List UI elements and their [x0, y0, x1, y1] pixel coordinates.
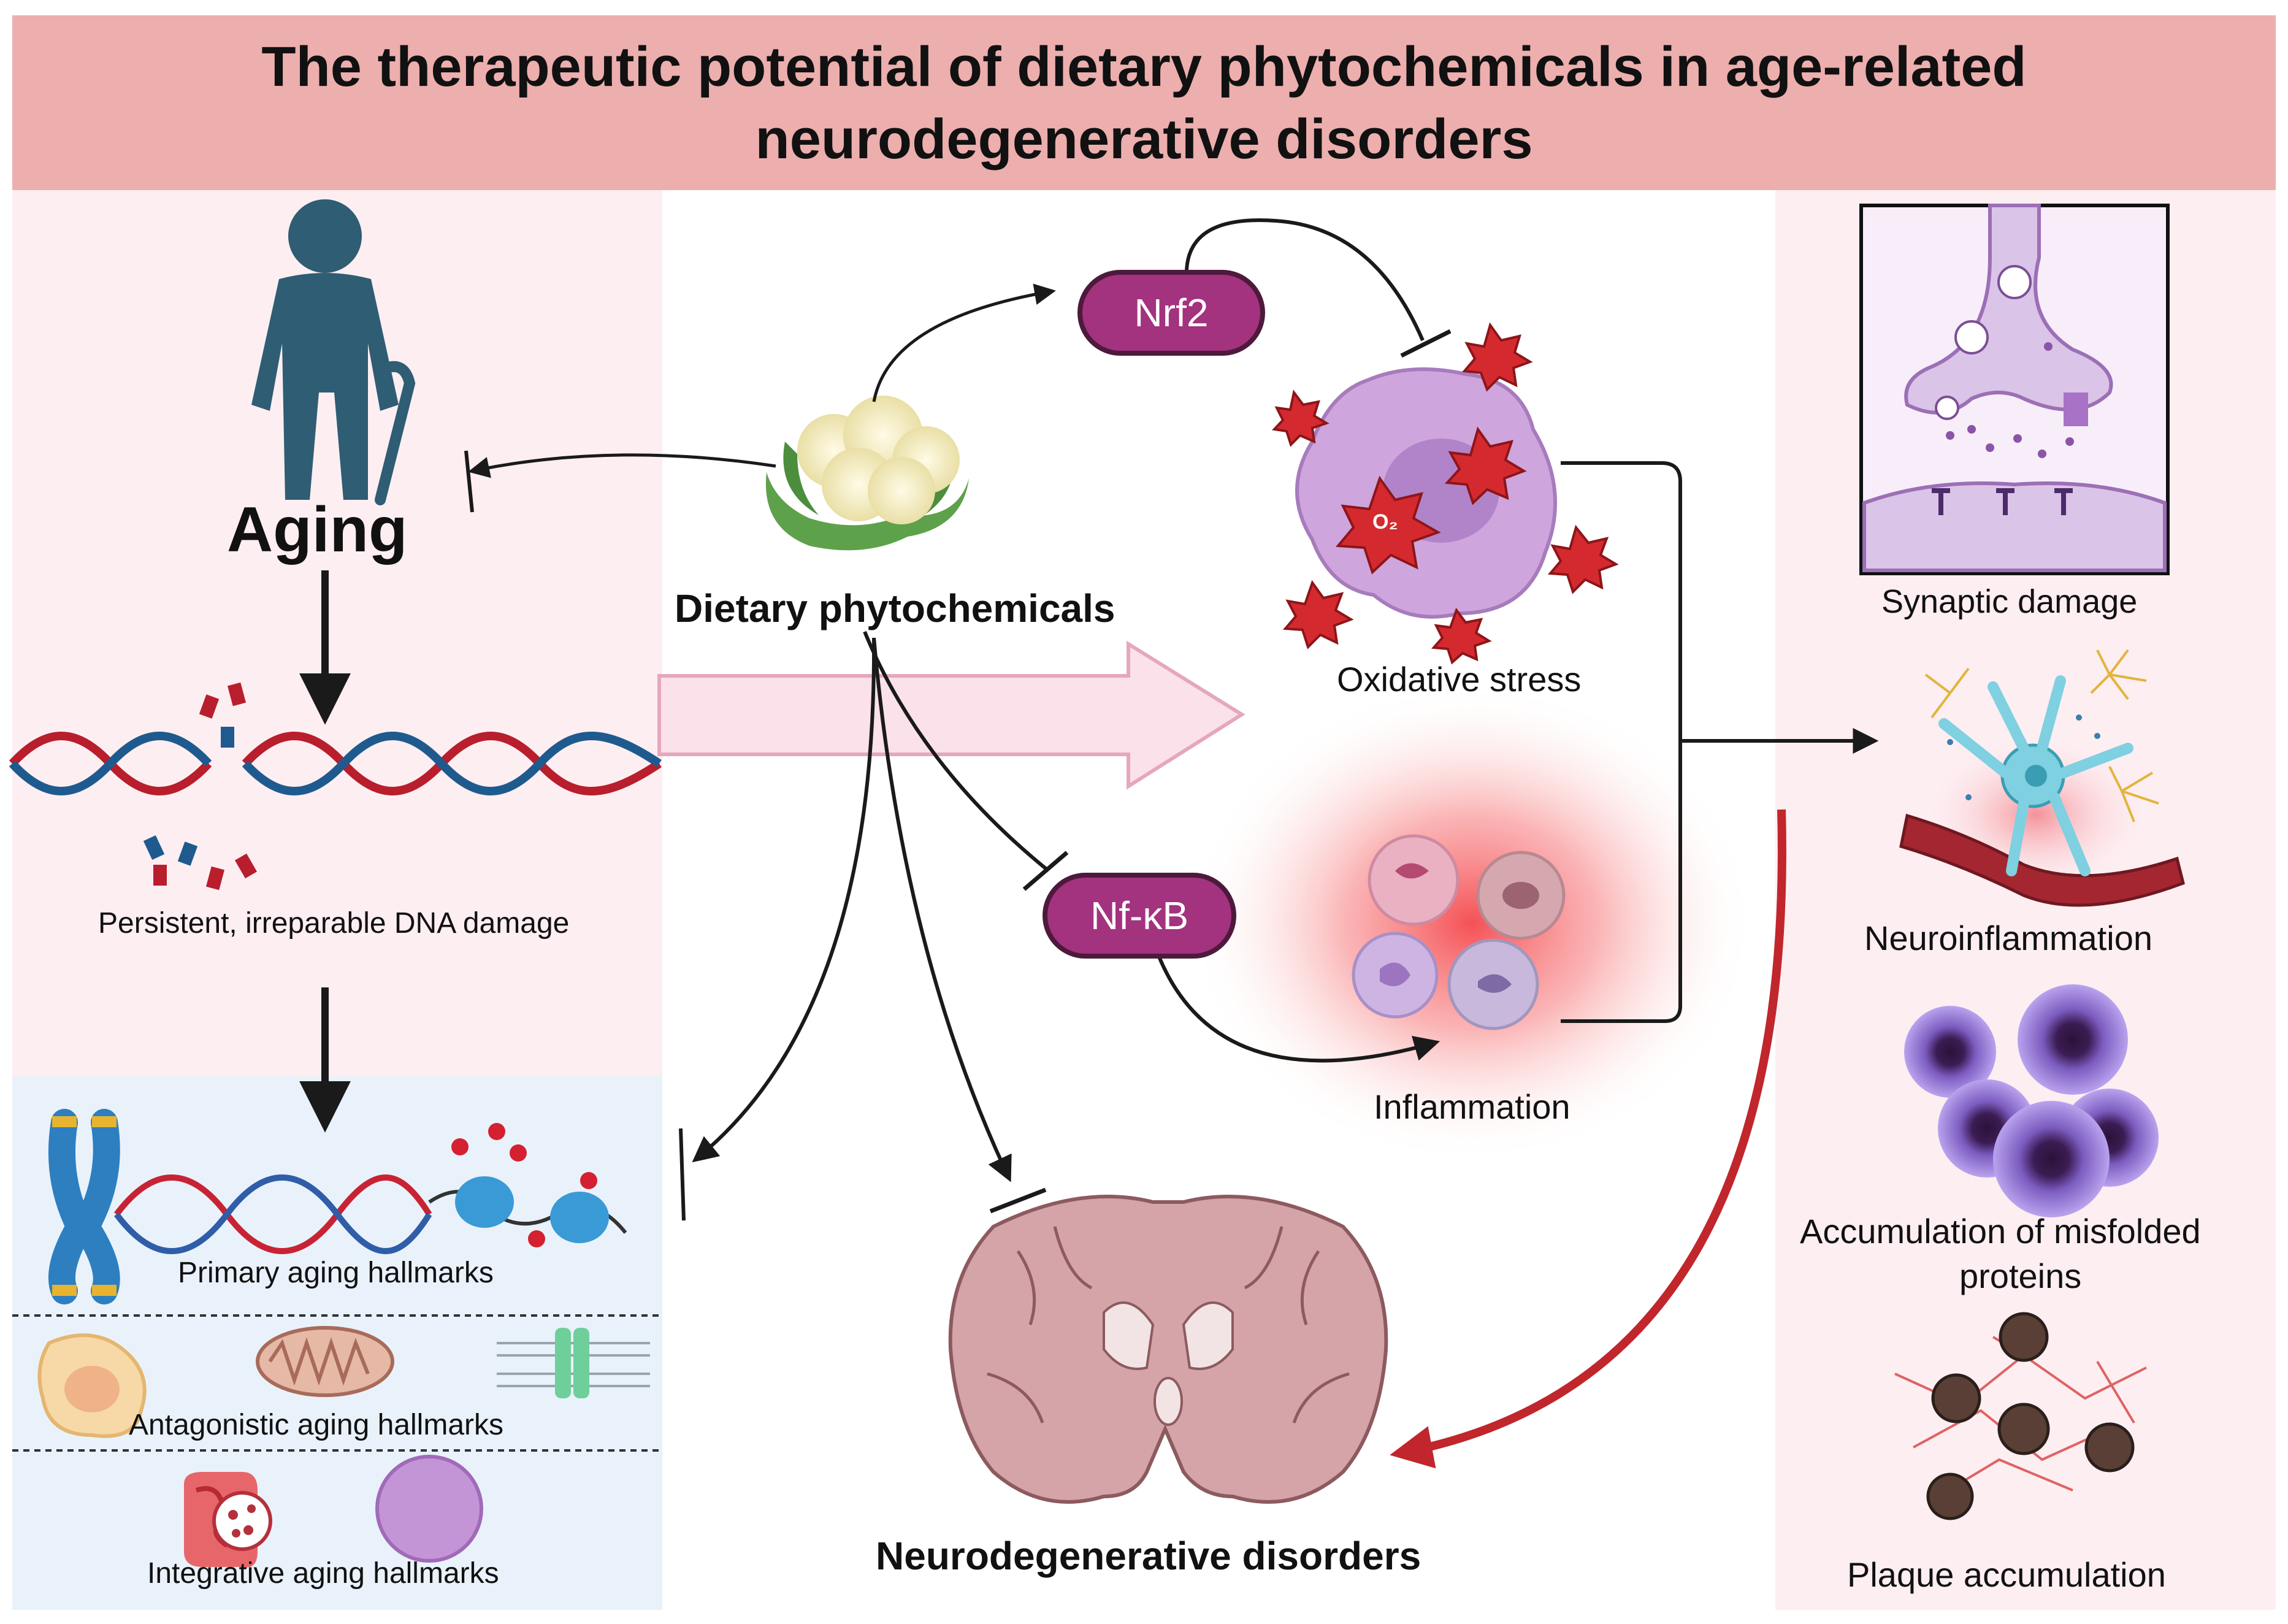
dna-helix-icon [114, 1174, 432, 1254]
arrow-phyto-to-nrf2 [872, 283, 1056, 402]
membrane-channel-icon [497, 1328, 650, 1398]
primary-hallmarks-label: Primary aging hallmarks [178, 1257, 494, 1289]
blood-cell-icon [212, 1491, 272, 1551]
misfolded-proteins-label-2: proteins [1959, 1257, 2082, 1295]
oxidative-stress-label: Oxidative stress [1337, 660, 1582, 699]
inhibit-bar-hallmarks [679, 1128, 686, 1221]
arrow-phyto-to-neuro [872, 637, 1012, 1182]
nfkb-label: Nf-κB [1090, 894, 1188, 938]
inhibit-bar-neuro [989, 1187, 1047, 1214]
neuroinflammation-illustration [1899, 649, 2185, 907]
neuroinflammation-label: Neuroinflammation [1864, 919, 2152, 957]
arrow-phyto-inhibits-nfkb [863, 630, 1050, 873]
aging-label: Aging [227, 494, 408, 565]
integrative-hallmarks-label: Integrative aging hallmarks [147, 1557, 499, 1590]
plaque-accumulation-label: Plaque accumulation [1847, 1555, 2166, 1594]
mitochondrion-icon [256, 1326, 394, 1397]
title-banner [12, 15, 2276, 190]
inflammation-glow [1190, 684, 1754, 1162]
synaptic-damage-label: Synaptic damage [1881, 583, 2138, 620]
misfolded-proteins-illustration [1904, 984, 2159, 1217]
nrf2-pill: Nrf2 [1077, 270, 1265, 356]
dna-fragments [143, 682, 258, 891]
senescent-cell-icon [37, 1333, 147, 1438]
chromosome-icon [48, 1109, 120, 1304]
o2-label: O₂ [1372, 510, 1398, 534]
arrow-nfkb-to-inflammation [1157, 956, 1441, 1063]
inhibit-bar-oxidative [1400, 329, 1452, 358]
cauliflower-icon [765, 396, 969, 551]
phytochemicals-label: Dietary phytochemicals [675, 586, 1115, 630]
arrow-phyto-to-hallmarks [692, 637, 876, 1163]
inhibit-bar-aging [464, 450, 474, 513]
plaque-illustration [1894, 1312, 2147, 1520]
brain-coronal-icon [948, 1195, 1388, 1504]
nucleosome-icon [428, 1123, 627, 1247]
bracket-oxidative-inflammation [1561, 461, 1682, 1023]
synapse-illustration [1859, 204, 2170, 575]
arrow-phyto-inhibits-aging [468, 453, 776, 478]
title-line-2: neurodegenerative disorders [755, 107, 1533, 170]
title-line-1: The therapeutic potential of dietary phy… [261, 35, 2027, 98]
dna-damage-label: Persistent, irreparable DNA damage [98, 907, 570, 940]
neurodegenerative-label: Neurodegenerative disorders [876, 1534, 1421, 1578]
dna-helix-broken [9, 732, 662, 795]
inflammation-label: Inflammation [1374, 1087, 1571, 1126]
immune-cell-icon [375, 1455, 483, 1563]
big-hollow-arrow [657, 640, 1245, 790]
elderly-person-icon [251, 199, 416, 505]
antagonistic-hallmarks-label: Antagonistic aging hallmarks [129, 1409, 503, 1441]
nrf2-label: Nrf2 [1134, 291, 1209, 335]
red-arrow-to-neuro [1390, 809, 1786, 1469]
arrow-nrf2-inhibits-oxidative [1185, 218, 1425, 342]
nfkb-pill: Nf-κB [1043, 873, 1236, 959]
inflammatory-cells [1352, 834, 1566, 1030]
misfolded-proteins-label-1: Accumulation of misfolded [1800, 1212, 2201, 1251]
inhibit-bar-nfkb [1022, 851, 1069, 891]
o2-radicals [1271, 322, 1619, 665]
oxidative-stress-cell [1295, 367, 1557, 619]
figure-title: The therapeutic potential of dietary phy… [12, 15, 2276, 190]
